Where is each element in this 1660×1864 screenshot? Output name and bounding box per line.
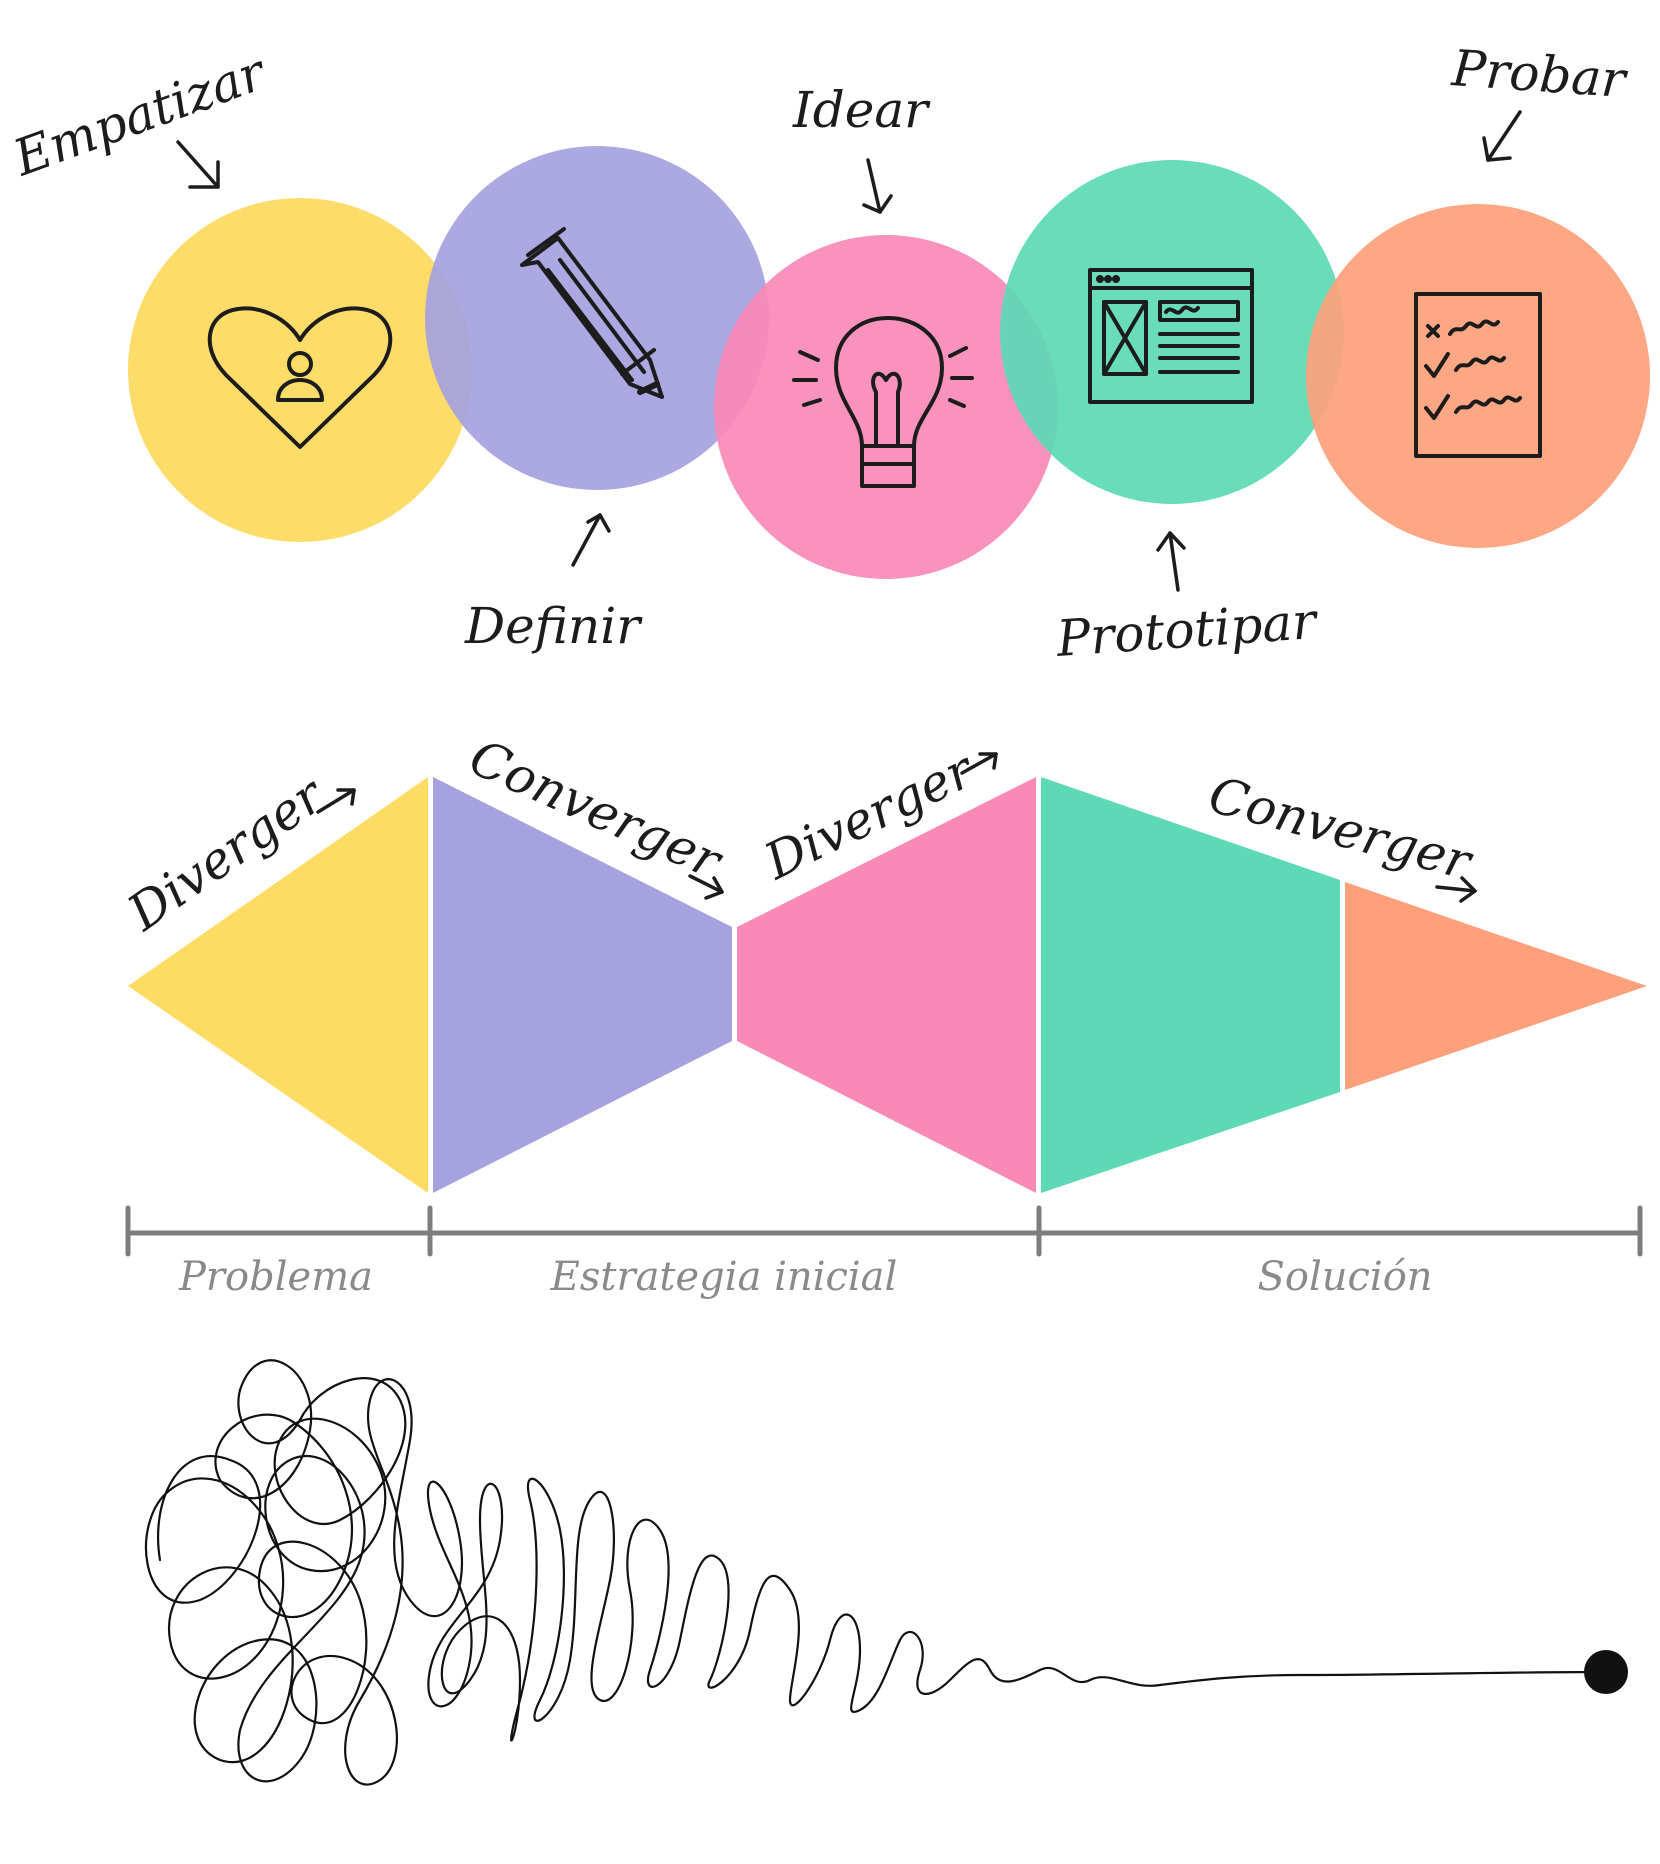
stage-label-prototipar: Prototipar <box>1054 592 1321 668</box>
timeline-axis <box>125 1205 1643 1257</box>
heart-person-icon <box>207 306 393 449</box>
definir-circle <box>425 146 769 490</box>
pencil-icon <box>520 227 664 399</box>
endpoint-dot <box>1584 1650 1628 1694</box>
lightbulb-icon <box>792 316 974 488</box>
arrow-idear <box>862 158 893 214</box>
empatizar-circle <box>128 198 472 542</box>
arrow-empatizar <box>176 140 220 189</box>
phase-arrow-diverger-2 <box>960 752 998 775</box>
wireframe-window-icon <box>1088 268 1254 404</box>
converger-shape-1 <box>433 777 732 1193</box>
arrow-prototipar <box>1156 531 1186 592</box>
converger-shape-2a <box>1041 777 1340 1193</box>
timeline-label-estrategia-inicial: Estrategia inicial <box>550 1254 898 1300</box>
diverger-shape-1 <box>128 777 428 1193</box>
phase-arrow-converger-2 <box>1435 876 1477 903</box>
checklist-icon <box>1414 292 1542 458</box>
stage-label-idear: Idear <box>792 81 931 139</box>
stage-label-probar: Probar <box>1449 39 1630 109</box>
timeline-label-problema: Problema <box>178 1254 373 1300</box>
phase-arrow-diverger-1 <box>316 788 356 814</box>
arrow-definir <box>571 513 611 567</box>
arrow-probar <box>1482 110 1522 162</box>
diverger-shape-2 <box>737 777 1036 1193</box>
stage-label-definir: Definir <box>464 597 643 655</box>
scribble-line <box>144 1359 1628 1786</box>
diverge-converge-shapes <box>128 777 1647 1193</box>
idear-circle <box>714 235 1058 579</box>
stage-circles <box>128 146 1650 579</box>
phase-arrow-converger-1 <box>688 874 724 900</box>
probar-circle <box>1306 204 1650 548</box>
timeline-label-solucion: Solución <box>1257 1254 1432 1300</box>
converger-shape-2b <box>1345 882 1647 1090</box>
stage-label-empatizar: Empatizar <box>5 42 275 187</box>
